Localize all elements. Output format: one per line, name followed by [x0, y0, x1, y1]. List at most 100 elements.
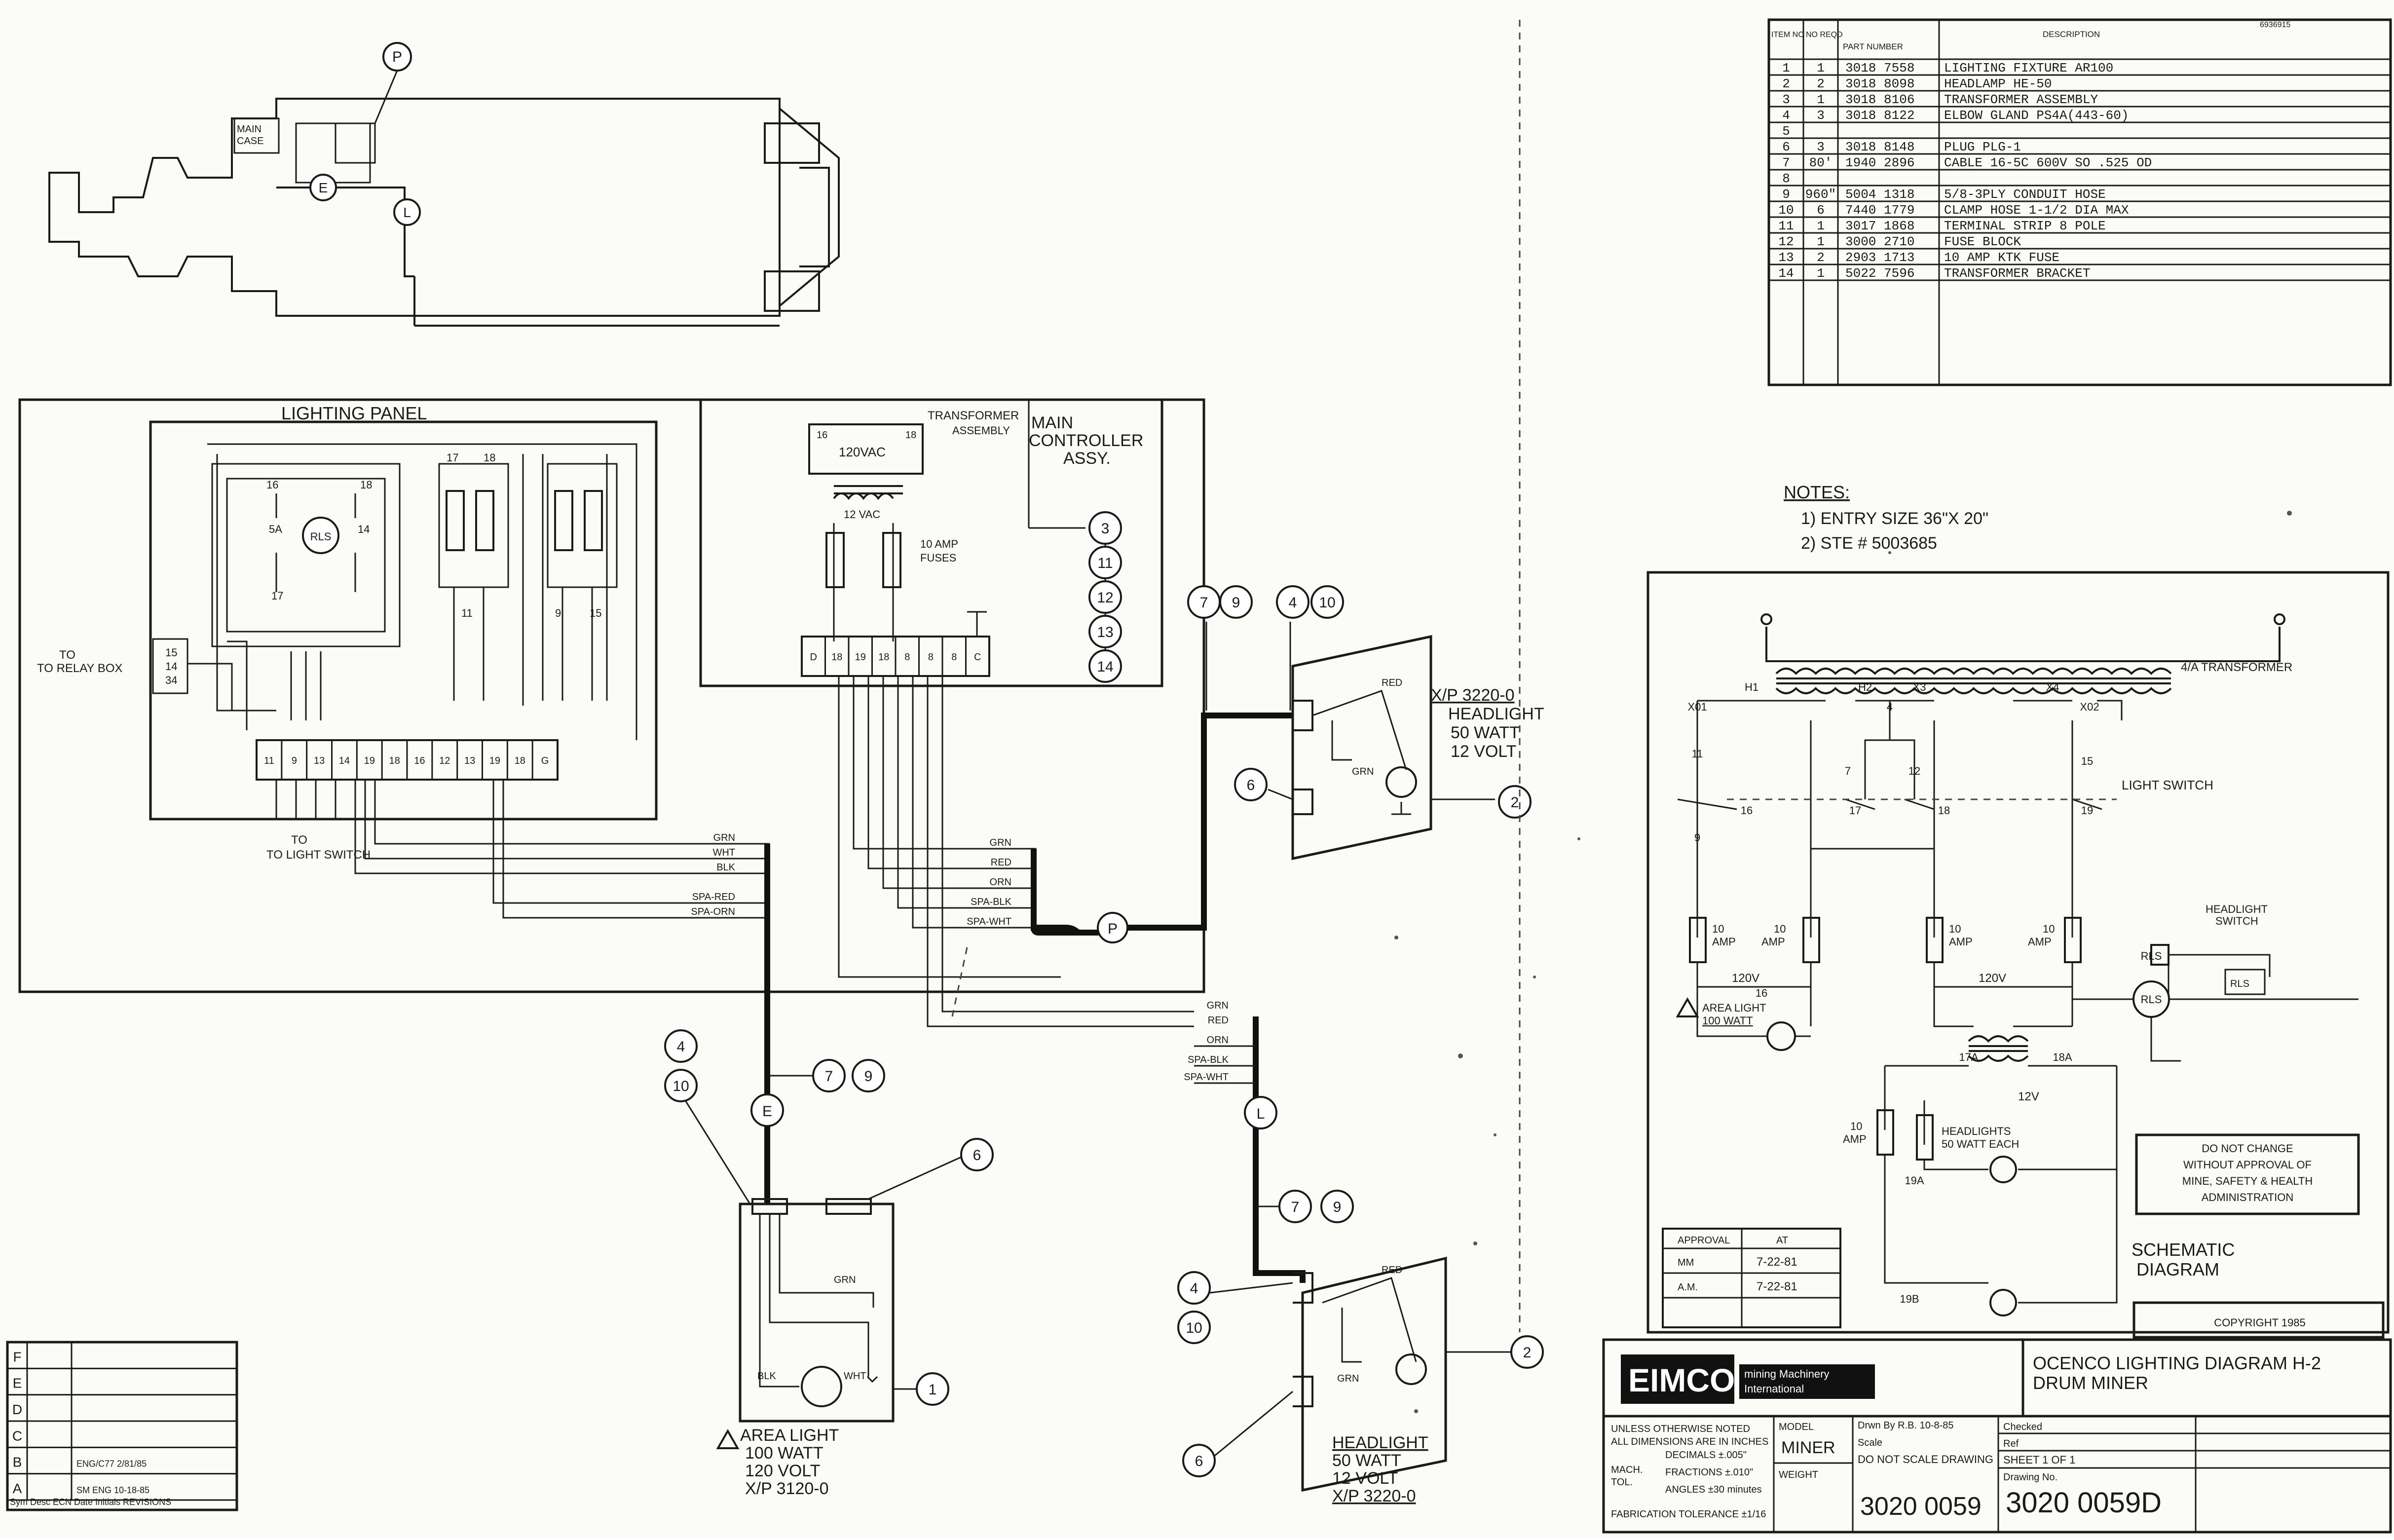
transformer-assembly-2: ASSEMBLY [952, 424, 1010, 437]
drawing-number-small: 3020 0059 [1860, 1492, 1982, 1521]
svg-text:APPROVAL: APPROVAL [1678, 1235, 1730, 1246]
wire-color-label: ORN [1207, 1035, 1229, 1046]
trans-terminal-label: 18 [831, 652, 842, 663]
terminal-label: 13 [464, 755, 475, 766]
table-cell-part: 7440 1779 [1845, 203, 1914, 218]
schem-v120-1: 120V [1732, 972, 1759, 985]
svg-text:AMP: AMP [1843, 1133, 1867, 1145]
scale-label: Scale [1858, 1437, 1882, 1448]
schematic-node-label: RLS [2141, 950, 2162, 962]
table-cell-item: 5 [1782, 124, 1790, 139]
schematic-node-label: 19B [1900, 1293, 1919, 1305]
approval-r2-b: 7-22-81 [1757, 1280, 1797, 1293]
lighting-panel-area: LIGHTING PANEL TO TO RELAY BOX 15 14 34 … [18, 398, 1293, 1027]
schem-hl-switch-2: SWITCH [2215, 915, 2258, 927]
headlight-top-watt: 50 WATT [1451, 723, 1520, 742]
wire-color-label: SPA-ORN [691, 906, 735, 917]
svg-text:FUSES: FUSES [920, 552, 956, 564]
model-label: MODEL [1779, 1422, 1814, 1432]
to-light-switch-1: TO [291, 833, 307, 847]
lighting-panel-title: LIGHTING PANEL [281, 403, 427, 423]
wire-color-label: SPA-BLK [1188, 1054, 1229, 1065]
svg-text:10: 10 [2043, 923, 2055, 935]
svg-text:15: 15 [165, 646, 177, 659]
revision-entry: ENG/C77 2/81/85 [76, 1459, 147, 1469]
svg-text:RLS: RLS [2141, 993, 2162, 1006]
schematic-transformer: 4/A TRANSFORMER [2181, 661, 2292, 674]
th-part: PART NUMBER [1843, 42, 1903, 51]
sheet-label: SHEET 1 OF 1 [2003, 1454, 2075, 1466]
to-relay-box: TO RELAY BOX [37, 662, 122, 675]
callout-number: 10 [673, 1078, 689, 1094]
schematic-node-label: H1 [1745, 681, 1758, 693]
wire-color-label: SPA-WHT [967, 916, 1011, 927]
drawing-number-main: 3020 0059D [2006, 1487, 2162, 1519]
warning-3: MINE, SAFETY & HEALTH [2182, 1175, 2313, 1187]
area-light-part: X/P 3120-0 [745, 1479, 829, 1498]
warning-2: WITHOUT APPROVAL OF [2183, 1159, 2312, 1171]
table-cell-part: 3018 8106 [1845, 92, 1914, 107]
schematic-node-label: 18A [2053, 1051, 2072, 1063]
weight-label: WEIGHT [1779, 1469, 1818, 1480]
wire-color-label: RED [1208, 1015, 1229, 1026]
callout-number: 9 [1232, 595, 1240, 611]
callout-bubble [1234, 768, 1268, 801]
revision-letter: A [13, 1481, 22, 1496]
callout-number: 10 [1319, 595, 1335, 611]
callout-number: 6 [973, 1147, 981, 1164]
callout-number: 4 [1190, 1280, 1198, 1297]
th-ref: 6936915 [2260, 21, 2290, 29]
svg-text:14: 14 [358, 523, 370, 535]
tol-3: MACH. [1611, 1465, 1643, 1475]
area-light-watt: 100 WATT [745, 1444, 823, 1463]
connector-l [1244, 1096, 1277, 1129]
revision-letter: E [13, 1376, 22, 1391]
callout-bubble [1310, 585, 1344, 619]
callout-number: 4 [1289, 595, 1297, 611]
schematic-node-label: X01 [1687, 701, 1707, 713]
schematic-node-label: X3 [1913, 681, 1926, 693]
schem-v120-2: 120V [1979, 972, 2006, 985]
copyright: COPYRIGHT 1985 [2214, 1316, 2305, 1329]
table-cell-part: 3000 2710 [1845, 234, 1914, 249]
schematic-node-label: 18 [1938, 804, 1950, 817]
area-grn-label: GRN [834, 1275, 856, 1285]
connector-p-text: P [1108, 921, 1118, 937]
svg-text:RLS: RLS [310, 530, 332, 543]
table-cell-item: 13 [1778, 250, 1794, 265]
approval-r2-a: A.M. [1678, 1282, 1698, 1293]
area-light-name: AREA LIGHT [740, 1426, 839, 1445]
checked-label: Checked [2003, 1422, 2042, 1432]
table-cell-part: 3018 7558 [1845, 61, 1914, 75]
table-cell-req: 80' [1809, 155, 1833, 170]
table-cell-part: 5022 7596 [1845, 266, 1914, 281]
wire-color-label: GRN [1207, 1000, 1229, 1011]
revision-entry: SM ENG 10-18-85 [76, 1485, 150, 1495]
connector-e-text: E [762, 1103, 772, 1120]
company-sub-2: International [1744, 1383, 1804, 1395]
table-cell-desc: 5/8-3PLY CONDUIT HOSE [1944, 187, 2106, 202]
wire-color-label: BLK [716, 862, 735, 873]
schem-hl-switch-1: HEADLIGHT [2206, 903, 2268, 915]
callout-number: 7 [1291, 1199, 1300, 1215]
table-cell-item: 4 [1782, 108, 1790, 123]
top-red-label: RED [1382, 677, 1402, 688]
note-2: 2) STE # 5003685 [1801, 534, 1937, 553]
table-cell-desc: ELBOW GLAND PS4A(443-60) [1944, 108, 2129, 123]
terminal-label: 19 [489, 755, 500, 766]
model-value: MINER [1781, 1438, 1835, 1457]
table-cell-desc: LIGHTING FIXTURE AR100 [1944, 61, 2113, 75]
table-cell-item: 1 [1782, 61, 1790, 75]
company-sub-1: mining Machinery [1744, 1368, 1829, 1380]
th-item: ITEM NO [1771, 31, 1804, 39]
terminal-label: 19 [364, 755, 375, 766]
connector-e [750, 1093, 784, 1127]
table-cell-req: 1 [1817, 266, 1825, 281]
wire-run [1194, 1045, 1256, 1084]
